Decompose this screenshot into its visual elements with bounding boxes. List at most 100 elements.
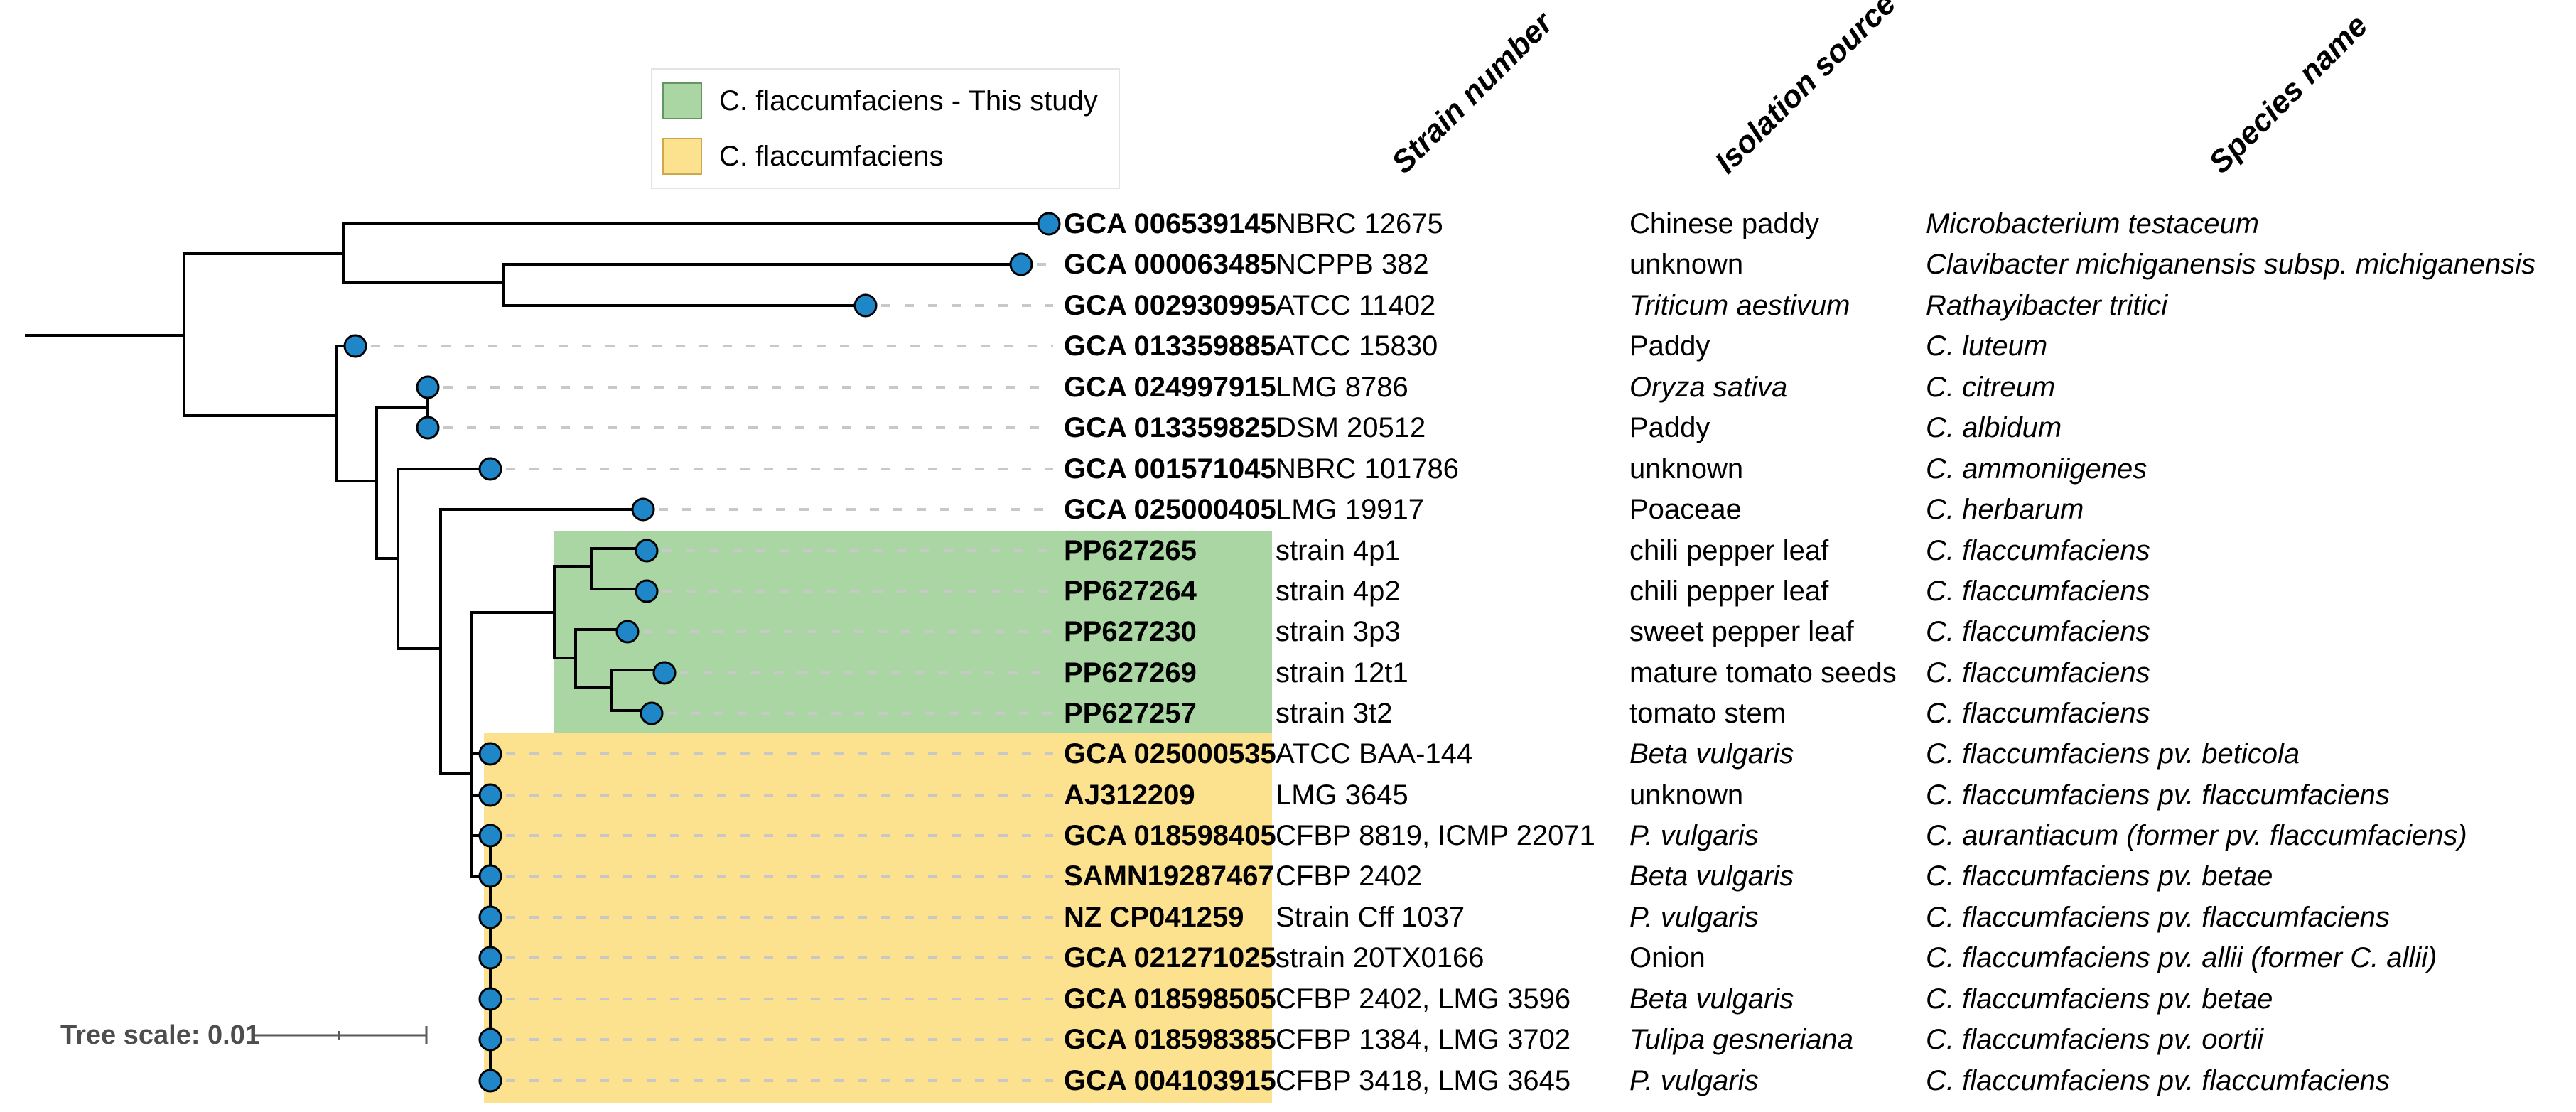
strain-number: ATCC BAA-144 [1276, 738, 1473, 770]
green-swatch [662, 82, 702, 119]
species-name: C. flaccumfaciens [1926, 576, 2150, 607]
species-name: C. flaccumfaciens [1926, 535, 2150, 566]
strain-number: ATCC 15830 [1276, 330, 1438, 362]
leaf-node-dot[interactable] [478, 824, 502, 848]
accession-label: GCA 002930995 [1064, 290, 1276, 321]
strain-number: CFBP 2402 [1276, 860, 1423, 892]
strain-number: ATCC 11402 [1276, 290, 1436, 321]
strain-number: strain 12t1 [1276, 657, 1408, 689]
strain-number: Strain Cff 1037 [1276, 902, 1465, 933]
legend-label: C. flaccumfaciens - This study [719, 85, 1098, 117]
isolation-source: mature tomato seeds [1629, 657, 1897, 689]
isolation-source: Oryza sativa [1629, 372, 1788, 403]
strain-number: CFBP 3418, LMG 3645 [1276, 1065, 1571, 1096]
leaf-node-dot[interactable] [343, 334, 367, 358]
legend-label: C. flaccumfaciens [719, 140, 944, 172]
isolation-source: Chinese paddy [1629, 208, 1819, 239]
strain-number: NBRC 101786 [1276, 453, 1459, 485]
leaf-node-dot[interactable] [615, 620, 640, 644]
accession-label: NZ CP041259 [1064, 902, 1244, 933]
leaf-node-dot[interactable] [478, 783, 502, 807]
accession-label: GCA 025000535 [1064, 738, 1276, 770]
species-name: C. flaccumfaciens pv. flaccumfaciens [1926, 902, 2390, 933]
accession-label: PP627265 [1064, 535, 1197, 566]
species-name: C. flaccumfaciens pv. flaccumfaciens [1926, 1065, 2390, 1096]
leaf-node-dot[interactable] [416, 375, 440, 399]
species-name: C. flaccumfaciens [1926, 698, 2150, 729]
isolation-source: Beta vulgaris [1629, 860, 1794, 892]
isolation-source: Beta vulgaris [1629, 983, 1794, 1015]
isolation-source: Beta vulgaris [1629, 738, 1794, 770]
species-name: C. luteum [1926, 330, 2048, 362]
strain-number: NCPPB 382 [1276, 249, 1429, 280]
isolation-source: P. vulgaris [1629, 1065, 1759, 1096]
accession-label: GCA 013359885 [1064, 330, 1276, 362]
isolation-source: P. vulgaris [1629, 820, 1759, 851]
species-name: C. citreum [1926, 372, 2056, 403]
leaf-node-dot[interactable] [1009, 252, 1033, 276]
strain-number: strain 3t2 [1276, 698, 1393, 729]
species-name: Microbacterium testaceum [1926, 208, 2260, 239]
strain-number: strain 20TX0166 [1276, 942, 1484, 973]
leaf-node-dot[interactable] [478, 946, 502, 970]
species-name: C. flaccumfaciens pv. allii (former C. a… [1926, 942, 2437, 973]
isolation-source: Paddy [1629, 412, 1710, 443]
species-name: C. flaccumfaciens pv. flaccumfaciens [1926, 779, 2390, 811]
strain-number: LMG 8786 [1276, 372, 1408, 403]
isolation-source: sweet pepper leaf [1629, 616, 1854, 647]
isolation-source: Triticum aestivum [1629, 290, 1850, 321]
leaf-node-dot[interactable] [478, 742, 502, 766]
accession-label: GCA 001571045 [1064, 453, 1276, 485]
leaf-node-dot[interactable] [635, 579, 659, 603]
isolation-source: unknown [1629, 249, 1744, 280]
accession-label: GCA 024997915 [1064, 372, 1276, 403]
species-name: C. flaccumfaciens pv. betae [1926, 983, 2273, 1015]
yellow-swatch [662, 138, 702, 175]
leaf-node-dot[interactable] [1037, 212, 1061, 236]
isolation-source: chili pepper leaf [1629, 535, 1829, 566]
leaf-node-dot[interactable] [478, 1027, 502, 1052]
accession-label: GCA 021271025 [1064, 942, 1276, 973]
legend-item-this-study: C. flaccumfaciens - This study [662, 81, 1098, 121]
strain-number: CFBP 1384, LMG 3702 [1276, 1024, 1571, 1055]
strain-number: LMG 19917 [1276, 494, 1425, 525]
strain-number: strain 3p3 [1276, 616, 1401, 647]
tree-scale-label: Tree scale: 0.01 [60, 1020, 260, 1050]
leaf-node-dot[interactable] [853, 293, 878, 318]
strain-number: CFBP 2402, LMG 3596 [1276, 983, 1571, 1015]
species-name: C. flaccumfaciens [1926, 616, 2150, 647]
accession-label: AJ312209 [1064, 779, 1195, 811]
species-name: C. flaccumfaciens [1926, 657, 2150, 689]
species-name: Rathayibacter tritici [1926, 290, 2168, 321]
accession-label: GCA 018598385 [1064, 1024, 1276, 1055]
leaf-node-dot[interactable] [478, 1069, 502, 1093]
accession-label: GCA 025000405 [1064, 494, 1276, 525]
isolation-source: tomato stem [1629, 698, 1787, 729]
accession-label: PP627264 [1064, 576, 1197, 607]
accession-label: GCA 000063485 [1064, 249, 1276, 280]
leaf-node-dot[interactable] [478, 905, 502, 929]
accession-label: SAMN19287467 [1064, 860, 1274, 892]
strain-number: CFBP 8819, ICMP 22071 [1276, 820, 1595, 851]
legend: C. flaccumfaciens - This study C. flaccu… [651, 68, 1120, 189]
isolation-source: Tulipa gesneriana [1629, 1024, 1854, 1055]
species-name: C. herbarum [1926, 494, 2084, 525]
leaf-node-dot[interactable] [640, 701, 664, 725]
leaf-node-dot[interactable] [478, 864, 502, 888]
strain-number: strain 4p1 [1276, 535, 1401, 566]
leaf-node-dot[interactable] [631, 497, 655, 522]
flaccumfaciens-highlight [484, 733, 1272, 1103]
leaf-node-dot[interactable] [416, 416, 440, 440]
accession-label: PP627269 [1064, 657, 1197, 689]
leaf-node-dot[interactable] [652, 661, 677, 685]
species-name: C. flaccumfaciens pv. beticola [1926, 738, 2300, 770]
accession-label: GCA 018598405 [1064, 820, 1276, 851]
isolation-source: unknown [1629, 453, 1744, 485]
leaf-node-dot[interactable] [635, 539, 659, 563]
isolation-source: chili pepper leaf [1629, 576, 1829, 607]
leaf-node-dot[interactable] [478, 987, 502, 1011]
strain-number: LMG 3645 [1276, 779, 1408, 811]
leaf-node-dot[interactable] [478, 457, 502, 481]
